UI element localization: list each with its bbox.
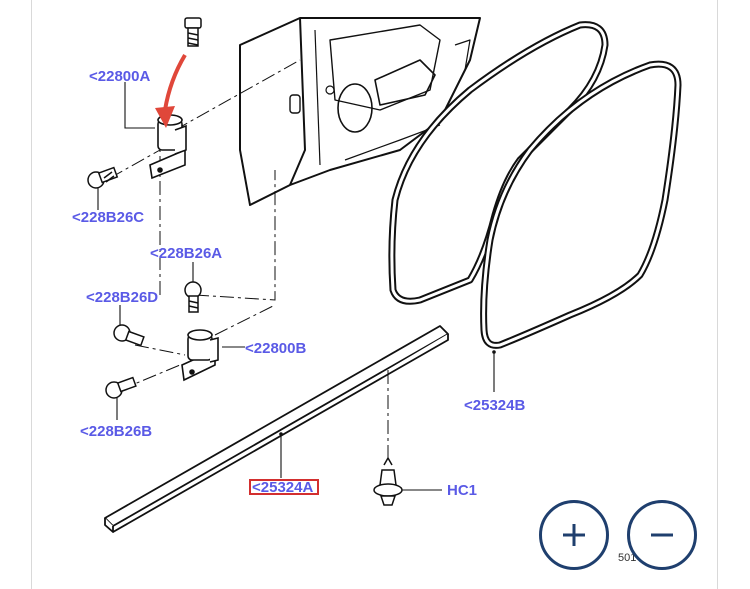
callout-25324a[interactable]: <25324A: [252, 479, 313, 496]
top-bolt: [184, 17, 202, 47]
callout-228b26b[interactable]: <228B26B: [80, 423, 152, 440]
leader-lines: [97, 82, 495, 491]
callout-22800b[interactable]: <22800B: [245, 340, 306, 357]
callout-228b26a[interactable]: <228B26A: [150, 245, 222, 262]
clip-hc1: [373, 456, 403, 506]
callout-228b26c[interactable]: <228B26C: [72, 209, 144, 226]
diagram-frame: [31, 0, 718, 589]
highlight-box: [249, 479, 319, 495]
page-number: 501: [618, 552, 637, 564]
callout-228b26d[interactable]: <228B26D: [86, 289, 158, 306]
bolt-c: [87, 166, 119, 189]
lower-hinge: [181, 329, 219, 382]
callout-hc1[interactable]: HC1: [447, 482, 477, 499]
zoom-out-button[interactable]: [627, 500, 697, 570]
zoom-in-button[interactable]: [539, 500, 609, 570]
bolt-d: [113, 324, 145, 347]
plus-icon: [563, 524, 585, 546]
seal-frame-inner: [480, 60, 682, 349]
upper-hinge: [149, 114, 187, 180]
callout-22800a[interactable]: <22800A: [89, 68, 150, 85]
door-panel: [239, 17, 481, 206]
minus-icon: [651, 533, 673, 537]
guide-lines: [109, 59, 389, 465]
leader-dots: [279, 350, 496, 436]
callout-25324b[interactable]: <25324B: [464, 397, 525, 414]
bolt-b: [105, 376, 137, 399]
bolt-a: [184, 281, 202, 313]
pointer-arrow: [155, 53, 187, 128]
